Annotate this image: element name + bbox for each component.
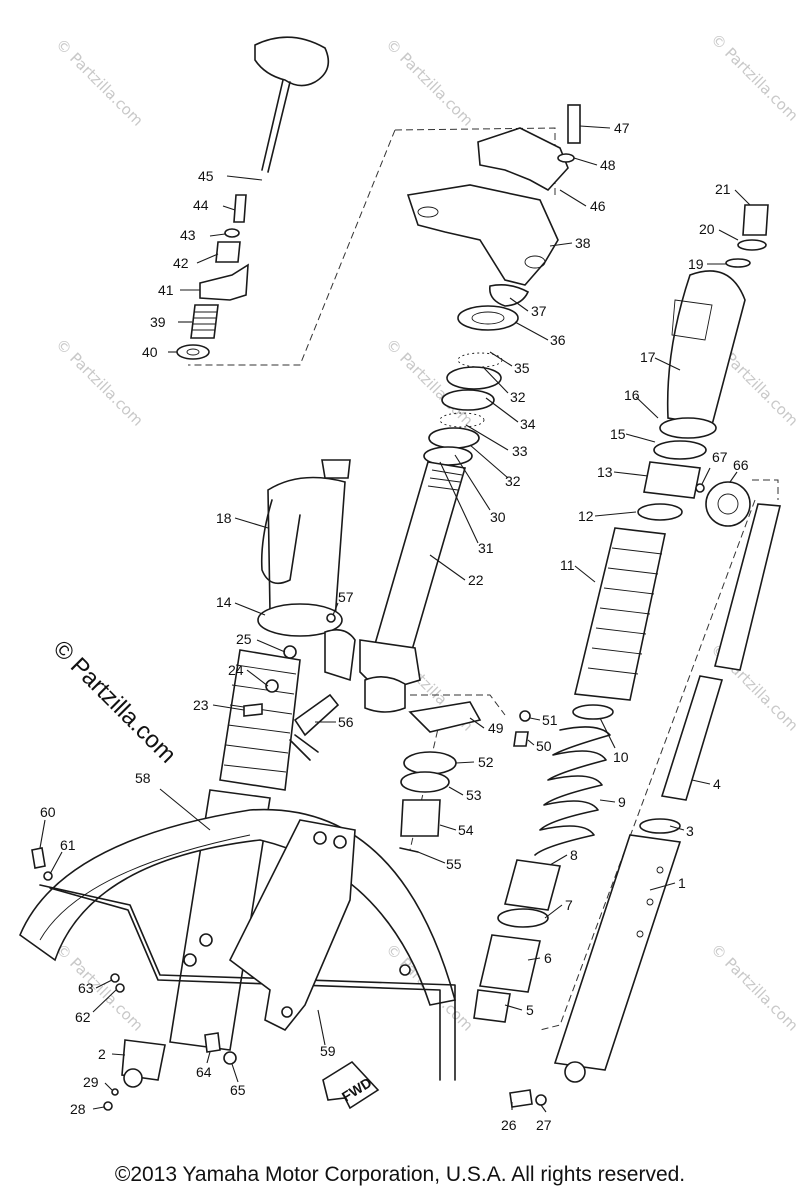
callout-43: 43 (180, 227, 196, 243)
callout-8: 8 (570, 847, 578, 863)
callout-26: 26 (501, 1117, 517, 1133)
callout-29: 29 (83, 1074, 99, 1090)
bearing-stack (423, 305, 519, 466)
callout-10: 10 (613, 749, 629, 765)
right-fork-assembly (473, 204, 781, 1108)
callout-36: 36 (550, 332, 566, 348)
callout-21: 21 (715, 181, 731, 197)
callout-57: 57 (338, 589, 354, 605)
callout-56: 56 (338, 714, 354, 730)
callout-38: 38 (575, 235, 591, 251)
callout-31: 31 (478, 540, 494, 556)
callout-42: 42 (173, 255, 189, 271)
callout-18: 18 (216, 510, 232, 526)
leader-lines (39, 125, 751, 1113)
copyright-notice: ©2013 Yamaha Motor Corporation, U.S.A. A… (114, 1163, 686, 1186)
callout-6: 6 (544, 950, 552, 966)
callout-28: 28 (70, 1101, 86, 1117)
watermark: © Partzilla.com (707, 30, 800, 125)
callout-52: 52 (478, 754, 494, 770)
callout-12: 12 (578, 508, 594, 524)
callout-37: 37 (531, 303, 547, 319)
callout-32a: 32 (510, 389, 526, 405)
left-fork-assembly (121, 459, 356, 1088)
callout-67: 67 (712, 449, 728, 465)
callout-62: 62 (75, 1009, 91, 1025)
callout-23: 23 (193, 697, 209, 713)
callout-47: 47 (614, 120, 630, 136)
callout-2: 2 (98, 1046, 106, 1062)
watermark-large: © Partzilla.com (48, 635, 181, 768)
watermark: © Partzilla.com (52, 335, 147, 430)
callout-32b: 32 (505, 473, 521, 489)
callout-14: 14 (216, 594, 232, 610)
callout-64: 64 (196, 1064, 212, 1080)
callout-61: 61 (60, 837, 76, 853)
callout-13: 13 (597, 464, 613, 480)
callout-35: 35 (514, 360, 530, 376)
watermark: © Partzilla.com (707, 940, 800, 1035)
callout-58: 58 (135, 770, 151, 786)
callout-15: 15 (610, 426, 626, 442)
upper-bracket (477, 104, 581, 192)
callout-7: 7 (565, 897, 573, 913)
callout-5: 5 (526, 1002, 534, 1018)
forward-arrow: FWD (322, 1060, 380, 1110)
steering-damper-knob (176, 36, 330, 360)
callout-50: 50 (536, 738, 552, 754)
callout-63: 63 (78, 980, 94, 996)
callout-33: 33 (512, 443, 528, 459)
watermark: © Partzilla.com (382, 35, 477, 130)
callout-16: 16 (624, 387, 640, 403)
callout-4: 4 (713, 776, 721, 792)
callout-27: 27 (536, 1117, 552, 1133)
callout-60: 60 (40, 804, 56, 820)
callout-40: 40 (142, 344, 158, 360)
callout-41: 41 (158, 282, 174, 298)
headlight-bracket-parts (399, 701, 531, 853)
callout-34: 34 (520, 416, 536, 432)
under-bracket (406, 184, 559, 307)
callout-51: 51 (542, 712, 558, 728)
callout-labels: 1 2 3 4 5 6 7 8 9 10 11 12 13 14 15 16 1… (40, 120, 749, 1133)
callout-46: 46 (590, 198, 606, 214)
callout-44: 44 (193, 197, 209, 213)
callout-65: 65 (230, 1082, 246, 1098)
callout-20: 20 (699, 221, 715, 237)
callout-48: 48 (600, 157, 616, 173)
callout-24: 24 (228, 662, 244, 678)
callout-54: 54 (458, 822, 474, 838)
callout-39: 39 (150, 314, 166, 330)
callout-17: 17 (640, 349, 656, 365)
callout-25: 25 (236, 631, 252, 647)
callout-3: 3 (686, 823, 694, 839)
callout-45: 45 (198, 168, 214, 184)
front-fender-assembly (19, 808, 456, 1111)
watermark: © Partzilla.com (52, 35, 147, 130)
callout-9: 9 (618, 794, 626, 810)
callout-22: 22 (468, 572, 484, 588)
watermark: © Partzilla.com (52, 940, 147, 1035)
callout-59: 59 (320, 1043, 336, 1059)
callout-1: 1 (678, 875, 686, 891)
callout-30: 30 (490, 509, 506, 525)
callout-49: 49 (488, 720, 504, 736)
callout-66: 66 (733, 457, 749, 473)
callout-53: 53 (466, 787, 482, 803)
steering-stem (359, 461, 467, 713)
callout-55: 55 (446, 856, 462, 872)
callout-11: 11 (560, 557, 575, 573)
callout-19: 19 (688, 256, 704, 272)
